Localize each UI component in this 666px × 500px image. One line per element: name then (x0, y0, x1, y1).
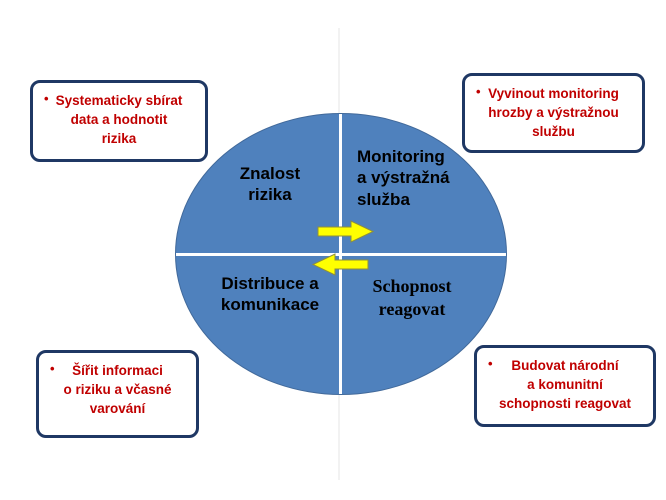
bullet-icon: • (488, 356, 493, 371)
callout-text: Budovat národní a komunitní schopnosti r… (498, 358, 632, 411)
quadrant-label-znalost-rizika: Znalost rizika (239, 164, 301, 205)
bullet-icon: • (476, 84, 481, 99)
callout-text: Vyvinout monitoring hrozby a výstražnou … (488, 86, 619, 139)
bullet-icon: • (44, 91, 49, 106)
arrow-right-icon (317, 220, 375, 243)
quadrant-label-schopnost: Schopnost reagovat (372, 276, 452, 319)
callout-sirit-informaci: • Šířit informaci o riziku a včasné varo… (36, 350, 199, 438)
callout-systematicky-sbirat: • Systematicky sbírat data a hodnotit ri… (30, 80, 208, 162)
arrow-left-icon (311, 253, 369, 276)
callout-budovat-narodni: • Budovat národní a komunitní schopnosti… (474, 345, 656, 427)
callout-text: Šířit informaci o riziku a včasné varová… (63, 363, 172, 416)
callout-text: Systematicky sbírat data a hodnotit rizi… (55, 93, 183, 146)
horizontal-divider (176, 253, 506, 256)
quadrant-label-distribuce: Distribuce a komunikace (220, 274, 320, 315)
quadrant-label-monitoring: Monitoring a výstražná služba (357, 147, 450, 209)
callout-vyvinout-monitoring: • Vyvinout monitoring hrozby a výstražno… (462, 73, 645, 153)
disaster-cycle-ellipse (175, 113, 507, 395)
bullet-icon: • (50, 361, 55, 376)
